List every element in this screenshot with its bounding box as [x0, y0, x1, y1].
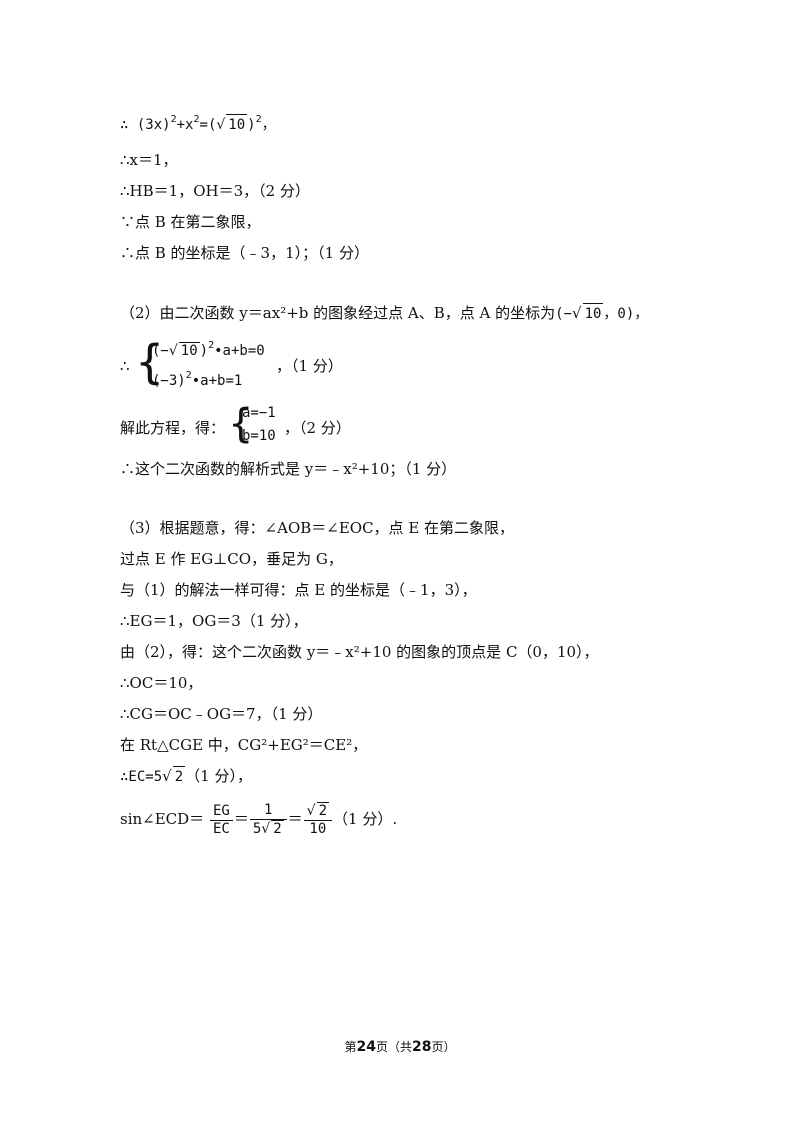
equation-line-1: ∴ (3x)2+x2=(√10)2，: [120, 114, 276, 133]
text-line-11: 过点 E 作 EG⊥CO，垂足为 G，: [120, 550, 343, 568]
text-line-6: （2）由二次函数 y＝ax²+b 的图象经过点 A、B，点 A 的坐标为(−√1…: [120, 303, 649, 322]
sqrt-icon: √: [168, 343, 178, 359]
sqrt-icon: √: [162, 767, 172, 785]
system-equation-2: (−3)2•a+b=1: [152, 370, 243, 389]
therefore-symbol: ∴: [120, 357, 130, 375]
therefore-symbol: ∴: [120, 117, 129, 133]
solution-b: b=10: [242, 428, 276, 444]
fraction-eg-ec: EG EC: [209, 803, 233, 838]
system-equation-1: (−√10)2•a+b=0: [152, 340, 265, 359]
left-brace-icon: {: [135, 335, 165, 389]
text-line-5: ∴点 B 的坐标是（﹣3，1）；（1 分）: [120, 244, 369, 262]
text-line-2: ∴x＝1，: [120, 151, 178, 169]
text-line-18: ∴EC=5√2（1 分），: [120, 766, 252, 785]
fraction-1-over-5sqrt2: 1 5√2: [249, 802, 287, 838]
text-line-16: ∴CG＝OC﹣OG＝7，（1 分）: [120, 705, 323, 723]
text-line-13: ∴EG＝1，OG＝3（1 分），: [120, 612, 308, 630]
sine-equation-line: sin∠ECD＝ EG EC ＝ 1 5√2 ＝ √2 10 （1 分）.: [120, 802, 398, 838]
page-footer: 第24页（共28页）: [344, 1039, 456, 1055]
solution-a: a=−1: [242, 405, 276, 421]
text-line-12: 与（1）的解法一样可得：点 E 的坐标是（﹣1，3），: [120, 581, 477, 599]
sqrt-icon: √: [261, 821, 271, 837]
text-line-9: ∴这个二次函数的解析式是 y＝﹣x²+10；（1 分）: [120, 460, 457, 478]
left-brace-icon: {: [228, 401, 254, 447]
text-line-17: 在 Rt△CGE 中，CG²+EG²＝CE²，: [120, 736, 368, 754]
text-line-15: ∴OC＝10，: [120, 674, 203, 692]
sqrt-icon: √: [216, 117, 226, 133]
text-line-14: 由（2），得：这个二次函数 y＝﹣x²+10 的图象的顶点是 C（0，10），: [120, 643, 599, 661]
sqrt-icon: √: [572, 304, 582, 322]
page-number: 24: [356, 1039, 376, 1055]
total-pages: 28: [412, 1039, 432, 1055]
text-line-10: （3）根据题意，得：∠AOB＝∠EOC，点 E 在第二象限，: [120, 519, 515, 537]
sqrt-icon: √: [306, 803, 316, 819]
fraction-sqrt2-over-10: √2 10: [303, 802, 333, 838]
text-line-3: ∴HB＝1，OH＝3，（2 分）: [120, 182, 310, 200]
text-line-4: ∵点 B 在第二象限，: [120, 213, 261, 231]
